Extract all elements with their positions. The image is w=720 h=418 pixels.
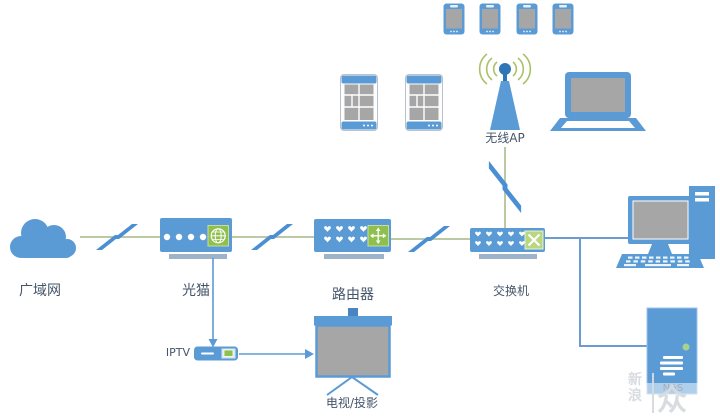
- watermark-band: [592, 383, 720, 410]
- desktop-icon: [616, 186, 715, 268]
- iptv-label: IPTV: [165, 346, 190, 359]
- laptop-icon: [550, 72, 646, 131]
- smartphone-icon: [516, 3, 538, 35]
- watermark-char-bottom: 浪: [628, 388, 642, 404]
- watermark-divider: [652, 373, 654, 413]
- link-switch-nas-horizontal: [579, 345, 649, 347]
- projector-screen-icon: [314, 308, 392, 396]
- nas-icon: [646, 307, 698, 395]
- lightning-bolt-icon: [408, 226, 450, 252]
- wan-label: 广域网: [19, 283, 61, 299]
- x-ports-icon: [524, 230, 544, 250]
- tablet-icon: [340, 74, 378, 131]
- iptv-box-icon: [194, 346, 238, 361]
- modem-icon: [160, 218, 232, 259]
- router-icon: [314, 219, 391, 259]
- tablet-icon: [405, 74, 443, 131]
- antenna-icon: [490, 81, 520, 130]
- lightning-bolt-icon: [251, 224, 293, 250]
- globe-icon: [207, 225, 229, 247]
- arrow-modem-to-iptv: [208, 258, 218, 348]
- watermark-brand-stacked: 新 浪: [622, 372, 648, 404]
- smartphone-icon: [552, 3, 574, 35]
- router-label: 路由器: [332, 287, 374, 303]
- lightning-bolt-icon: [488, 160, 522, 214]
- tv-glyph-icon: [223, 349, 234, 357]
- link-switch-nas-vertical: [579, 237, 581, 347]
- arrow-iptv-to-tv: [239, 349, 314, 359]
- modem-label: 光猫: [182, 283, 210, 299]
- smartphone-icon: [443, 3, 465, 35]
- tv-projector-label: 电视/投影: [325, 396, 379, 410]
- cloud-icon: [10, 219, 76, 258]
- wireless-ap-label: 无线AP: [465, 131, 545, 146]
- switch-label: 交换机: [492, 284, 529, 298]
- lightning-bolt-icon: [96, 224, 138, 250]
- switch-icon: [470, 228, 545, 259]
- watermark-main: 众测: [657, 383, 689, 418]
- wireless-ap-icon: [478, 53, 532, 130]
- watermark-char-top: 新: [628, 372, 642, 388]
- led-indicator: [682, 343, 690, 351]
- radio-waves-icon: [478, 53, 532, 85]
- link-switch-desktop: [545, 237, 630, 239]
- crossed-arrows-icon: [367, 225, 389, 247]
- smartphone-icon: [479, 3, 501, 35]
